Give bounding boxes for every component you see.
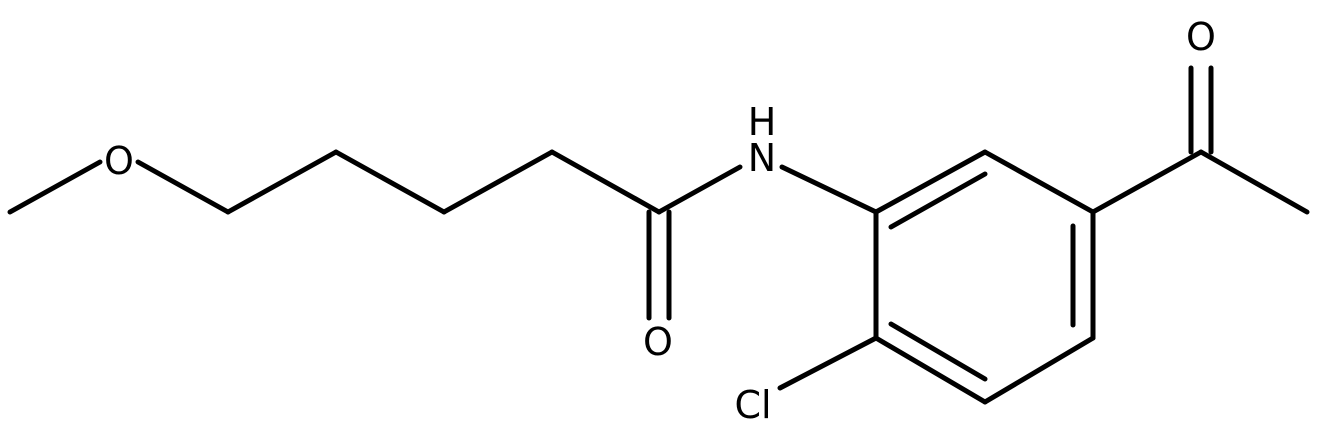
ring-bond-2-3 (982, 149, 1096, 215)
bond-carbonyl-n (656, 164, 743, 215)
ring-bond-4-5 (982, 335, 1096, 405)
bond-n-ring (779, 164, 879, 215)
bond-c4-carbonyl (549, 149, 662, 215)
ring-bond-5-6-inner (888, 321, 988, 382)
bond-ring-acetyl (1090, 149, 1204, 215)
bond-c3-c4 (441, 149, 555, 215)
atom-labels: O H N O O Cl (104, 15, 1216, 427)
nitrogen-amide-label: N (748, 136, 776, 180)
bond-o-ether-c1 (135, 159, 231, 215)
bonds (7, 65, 1310, 405)
bond-c1-c2 (225, 149, 339, 215)
bond-ring-cl (777, 335, 879, 391)
bond-acetyl-methyl (1198, 149, 1310, 215)
ring-bond-1-2-inner (888, 171, 988, 230)
bond-methyl-o-ether (7, 159, 103, 215)
oxygen-ether-label: O (104, 139, 134, 183)
oxygen-amide-label: O (643, 320, 673, 364)
chlorine-label: Cl (734, 383, 771, 427)
ring-bond-5-6 (873, 335, 988, 405)
bond-c2-c3 (333, 149, 447, 215)
hydrogen-amide-label: H (748, 100, 777, 144)
oxygen-ketone-label: O (1186, 15, 1216, 59)
ring-bond-1-2 (873, 149, 988, 215)
